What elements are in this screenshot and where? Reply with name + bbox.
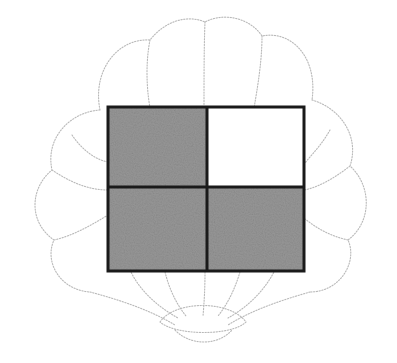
grid-cell-bottom-right (207, 187, 304, 271)
fraction-grid (108, 107, 304, 271)
grid-cell-bottom-left (108, 187, 207, 271)
grid-cell-top-right (207, 107, 304, 187)
grid-cell-top-left (108, 107, 207, 187)
